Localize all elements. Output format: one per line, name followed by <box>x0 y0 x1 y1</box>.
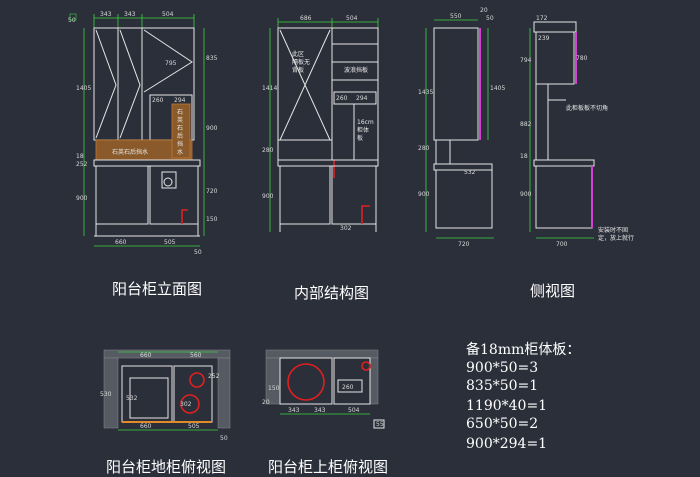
quartz-vertical-label: 水 <box>177 148 183 156</box>
quartz-vertical-label: 英 <box>177 116 183 124</box>
dim-text: 294 <box>174 97 186 104</box>
quartz-vertical-label: 后 <box>177 132 183 140</box>
caption-internal-structure: 内部结构图 <box>294 284 369 302</box>
dim-text: 660 <box>140 423 152 430</box>
dim-text: 720 <box>458 241 470 248</box>
dim-text: 530 <box>100 391 112 398</box>
panel-list-title: 备18mm柜体板： <box>466 341 580 358</box>
dim-text: 1405 <box>490 85 505 92</box>
dim-text: 20 <box>480 7 488 14</box>
panel-list-item: 1190*40=1 <box>466 398 547 414</box>
dim-text: 900 <box>418 191 430 198</box>
dim-text: 20 <box>262 399 270 406</box>
dim-text: 302 <box>340 225 352 232</box>
side-note: 此柜板板不切角 <box>566 104 608 112</box>
dim-text: 343 <box>288 407 300 414</box>
dim-text: 560 <box>190 352 202 359</box>
dim-text: 900 <box>206 125 218 132</box>
panel-list: 备18mm柜体板： 900*50=3 835*50=1 1190*40=1 65… <box>466 341 580 452</box>
upper-cabinet-plan: 260 150 20 343 343 504 55 <box>262 349 385 429</box>
dim-text: 700 <box>556 241 568 248</box>
dim-text: 302 <box>180 401 192 408</box>
dim-text: 504 <box>162 11 174 18</box>
dim-text: 504 <box>346 15 358 22</box>
caption-floor-plan: 阳台柜地柜俯视图 <box>106 458 226 476</box>
quartz-vertical-label: 石 <box>177 125 183 132</box>
dim-text: 532 <box>126 395 138 402</box>
dim-text: 280 <box>262 147 274 154</box>
side-view-detail: 794 882 18 900 172 239 780 此柜板板不切角 安装时不固… <box>520 15 634 248</box>
dim-text: 900 <box>262 193 274 200</box>
no-shelf-note: 背板 <box>292 66 304 74</box>
dim-text: 660 <box>115 239 127 246</box>
panel-list-item: 650*50=2 <box>466 416 538 432</box>
panel-list-item: 900*50=3 <box>466 360 538 376</box>
dim-text: 260 <box>342 384 354 391</box>
caption-side-view: 侧视图 <box>530 282 575 300</box>
install-note: 定，放上就行 <box>598 234 634 242</box>
internal-structure: 686 504 1414 280 900 此区 隔板无 背板 波浪挡板 260 … <box>262 15 379 232</box>
dim-text: 55 <box>376 421 384 428</box>
front-elevation: 343 343 504 50 1405 18 252 900 835 900 7… <box>68 11 218 256</box>
dim-text: 239 <box>538 35 550 42</box>
dim-text: 900 <box>76 195 88 202</box>
dim-text: 150 <box>268 385 280 392</box>
dim-text: 780 <box>576 55 588 62</box>
dim-text: 835 <box>206 55 218 62</box>
dim-text: 172 <box>536 15 548 22</box>
ironing-note: 板 <box>357 134 363 142</box>
dim-text: 18 <box>76 153 84 160</box>
dim-text: 343 <box>124 11 136 18</box>
quartz-vertical-label: 挡 <box>177 140 183 148</box>
dim-text: 50 <box>68 17 76 24</box>
dim-text: 1414 <box>262 85 277 92</box>
install-note: 安装时不固 <box>598 226 628 234</box>
caption-front-elevation: 阳台柜立面图 <box>112 280 202 298</box>
dim-text: 794 <box>520 57 532 64</box>
wave-panel-note: 波浪挡板 <box>344 66 368 74</box>
quartz-vertical-label: 石 <box>177 109 183 116</box>
dim-text: 882 <box>520 121 532 128</box>
caption-upper-plan: 阳台柜上柜俯视图 <box>268 458 388 476</box>
dim-text: 50 <box>220 435 228 442</box>
dim-text: 505 <box>188 423 200 430</box>
panel-list-item: 835*50=1 <box>466 378 538 394</box>
no-shelf-note: 此区 <box>292 50 304 58</box>
dim-text: 686 <box>300 15 312 22</box>
dim-text: 504 <box>348 407 360 414</box>
dim-text: 795 <box>165 60 177 67</box>
dim-text: 252 <box>208 373 220 380</box>
dim-text: 260 <box>152 97 164 104</box>
dim-text: 343 <box>314 407 326 414</box>
dim-text: 50 <box>194 249 202 256</box>
dim-text: 260 <box>336 95 348 102</box>
floor-cabinet-plan: 660 560 532 252 302 530 660 505 50 <box>100 349 231 442</box>
dim-text: 505 <box>164 239 176 246</box>
side-view: 550 20 50 1435 280 900 1405 532 720 <box>418 7 505 248</box>
dim-text: 532 <box>464 169 476 176</box>
dim-text: 280 <box>418 145 430 152</box>
dim-text: 294 <box>356 95 368 102</box>
ironing-note: 柜体 <box>357 126 369 134</box>
dim-text: 1435 <box>418 89 433 96</box>
dim-text: 343 <box>100 11 112 18</box>
dim-text: 720 <box>206 188 218 195</box>
no-shelf-note: 隔板无 <box>292 58 310 66</box>
panel-list-item: 900*294=1 <box>466 436 547 452</box>
dim-text: 50 <box>486 15 494 22</box>
dim-text: 150 <box>206 216 218 223</box>
dim-text: 660 <box>140 352 152 359</box>
dim-text: 1405 <box>76 85 91 92</box>
dim-text: 252 <box>76 161 88 168</box>
dim-text: 18 <box>520 153 528 160</box>
dim-text: 550 <box>450 13 462 20</box>
ironing-note: 16cm <box>357 119 374 126</box>
quartz-backsplash-label: 石英石后挡水 <box>112 148 148 156</box>
dim-text: 900 <box>520 191 532 198</box>
